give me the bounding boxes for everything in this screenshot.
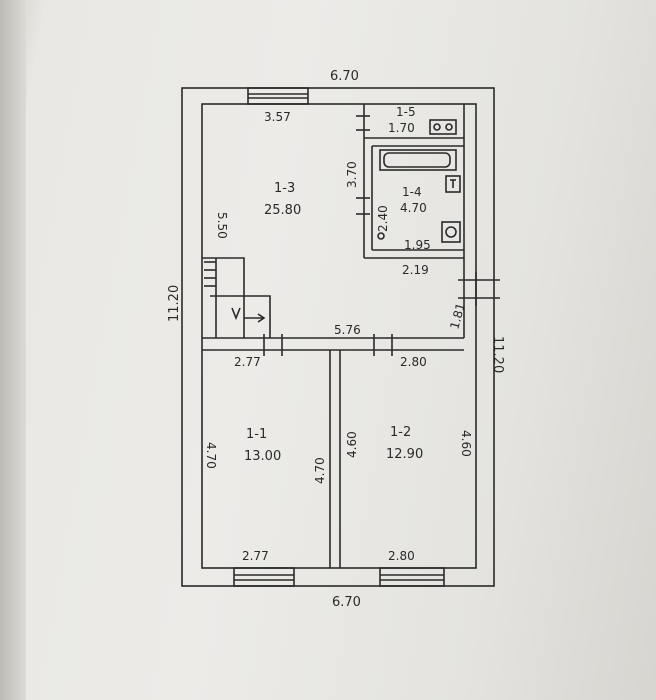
dim-room2-bottom: 2.80: [388, 549, 415, 563]
room-label-1-3: 1-3 25.80: [264, 181, 301, 218]
bathtub: [379, 149, 457, 171]
dim-hall-top: 3.57: [264, 110, 291, 124]
room-area: 12.90: [386, 447, 423, 462]
boiler: [445, 175, 461, 193]
room-area: 4.70: [400, 201, 427, 215]
stair-arrow-head: [231, 307, 241, 321]
toilet-fixture: [429, 119, 457, 135]
stair-arrow-head-right: [257, 313, 266, 323]
paper-fold: [0, 0, 26, 700]
dim-right-total: 11.20: [490, 336, 505, 373]
bathtub-inner: [383, 152, 451, 168]
dim-bottom-total: 6.70: [332, 595, 361, 610]
room-id: 1-5: [396, 105, 416, 119]
outer-wall-outer: [181, 87, 495, 587]
dim-bath-side: 2.40: [376, 205, 390, 232]
dim-corridor-width: 5.76: [334, 323, 361, 337]
room-label-1-2: 1-2 12.90: [386, 425, 423, 462]
window-room1: [233, 567, 295, 587]
dim-room1-top: 2.77: [234, 355, 261, 369]
dim-bath-bottom: 1.95: [404, 238, 431, 252]
dim-passage-side: 1.81: [447, 301, 467, 330]
room-id: 1-1: [246, 427, 267, 442]
toilet-fixture-dot-b: [445, 123, 453, 131]
room-area: 25.80: [264, 203, 301, 218]
dim-hall-right: 3.70: [345, 161, 359, 188]
room-area: 1.70: [388, 121, 415, 135]
outer-wall-inner: [201, 103, 477, 569]
room-label-1-4: 1-4 4.70: [400, 185, 427, 215]
bath-sink-bowl: [445, 226, 457, 238]
room-label-1-5: 1-5 1.70: [388, 105, 416, 135]
dim-room1-left: 4.70: [204, 442, 218, 469]
dim-passage: 2.19: [402, 263, 429, 277]
window-top: [247, 87, 309, 105]
dim-hall-left: 5.50: [215, 212, 229, 239]
dim-room1-bottom: 2.77: [242, 549, 269, 563]
room-id: 1-2: [390, 425, 411, 440]
toilet-fixture-dot-a: [433, 123, 441, 131]
dim-room2-left: 4.60: [345, 431, 359, 458]
bath-sink: [441, 221, 461, 243]
room-id: 1-3: [274, 181, 295, 196]
room-label-1-1: 1-1 13.00: [244, 427, 281, 464]
dim-room2-top: 2.80: [400, 355, 427, 369]
room-area: 13.00: [244, 449, 281, 464]
floor-drain: [377, 232, 385, 240]
dim-top-total: 6.70: [330, 69, 359, 84]
dim-room2-right: 4.60: [459, 430, 473, 457]
dim-room1-right: 4.70: [313, 457, 327, 484]
window-room2: [379, 567, 445, 587]
dim-left-total: 11.20: [167, 285, 182, 322]
room-id: 1-4: [402, 185, 422, 199]
